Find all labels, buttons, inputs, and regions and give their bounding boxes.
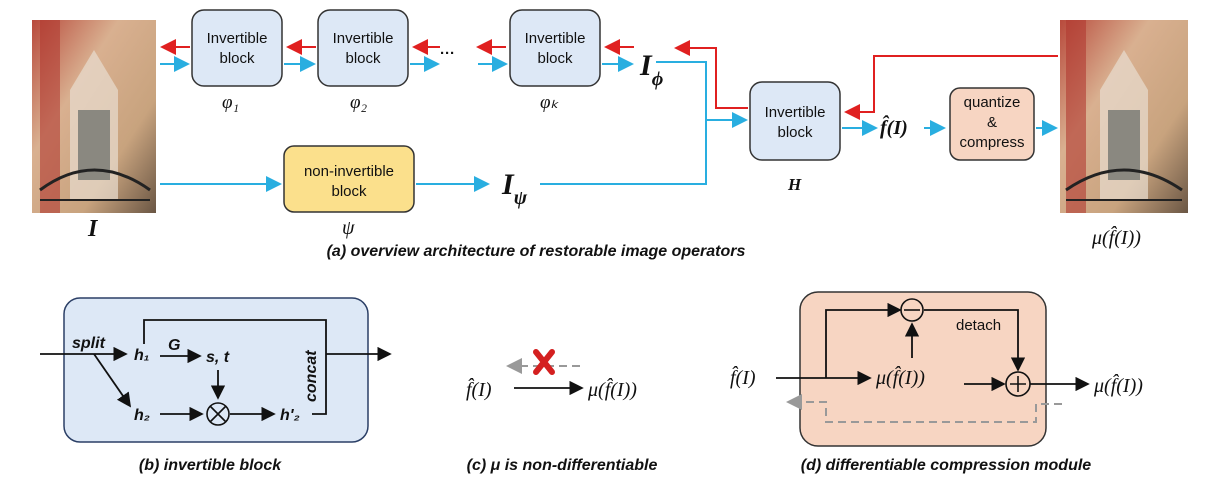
multiply-icon [206, 402, 230, 426]
svg-text:non-invertible: non-invertible [304, 163, 394, 180]
phi-2-label: φ₂ [350, 92, 368, 113]
d-mu-mid-label: μ(f̂(I)) [875, 365, 925, 389]
output-label: μ(f̂(I)) [1091, 225, 1141, 249]
svg-text:block: block [537, 50, 573, 67]
h-label: H [787, 175, 802, 194]
detach-minus-icon [900, 298, 924, 322]
svg-text:compress: compress [959, 134, 1024, 151]
h1-label: h₁ [134, 347, 149, 364]
output-image [1060, 20, 1188, 213]
psi-label: ψ [342, 217, 355, 239]
phi-k-label: φₖ [540, 92, 560, 113]
input-label: I [87, 216, 99, 242]
concat-label: concat [303, 350, 320, 402]
h2-label: h₂ [134, 407, 150, 424]
g-label: G [168, 337, 180, 354]
svg-text:Invertible: Invertible [333, 30, 394, 47]
d-mu-out-label: μ(f̂(I)) [1093, 373, 1143, 397]
svg-text:Invertible: Invertible [207, 30, 268, 47]
invertible-block-2: Invertible block [317, 9, 409, 87]
invertible-block-detail [63, 297, 369, 443]
c-mu-label: μ(f̂(I)) [587, 377, 637, 401]
svg-text:block: block [345, 50, 381, 67]
cross-icon [533, 349, 555, 375]
phi-1-label: φ₁ [222, 92, 239, 113]
invertible-block-k: Invertible block [509, 9, 601, 87]
svg-text:Invertible: Invertible [765, 104, 826, 121]
ellipsis: ··· [440, 45, 455, 62]
svg-text:Invertible: Invertible [525, 30, 586, 47]
split-label: split [72, 335, 106, 352]
f-hat-i-label: f̂(I) [880, 114, 908, 139]
input-image [32, 20, 156, 213]
d-f-hat-i-label: f̂(I) [730, 365, 756, 389]
i-psi-label: Iψ [501, 168, 528, 209]
compression-module-box [799, 291, 1047, 447]
quantize-compress-block: quantize & compress [949, 87, 1035, 161]
caption-c: (c) μ is non-differentiable [467, 457, 658, 474]
c-f-hat-i-label: f̂(I) [466, 377, 492, 401]
h2-prime-label: h'₂ [280, 407, 300, 424]
svg-text:block: block [331, 183, 367, 200]
invertible-block-h: Invertible block [749, 81, 841, 161]
st-label: s, t [206, 349, 230, 366]
i-phi-label: Iϕ [639, 49, 663, 90]
invertible-block-1: Invertible block [191, 9, 283, 87]
svg-text:block: block [777, 124, 813, 141]
svg-text:block: block [219, 50, 255, 67]
detach-label: detach [956, 317, 1001, 334]
svg-text:&: & [987, 114, 997, 131]
non-invertible-block: non-invertible block [283, 145, 415, 213]
caption-b: (b) invertible block [139, 457, 282, 474]
caption-d: (d) differentiable compression module [801, 457, 1092, 474]
caption-a: (a) overview architecture of restorable … [327, 243, 746, 260]
svg-text:quantize: quantize [964, 94, 1021, 111]
